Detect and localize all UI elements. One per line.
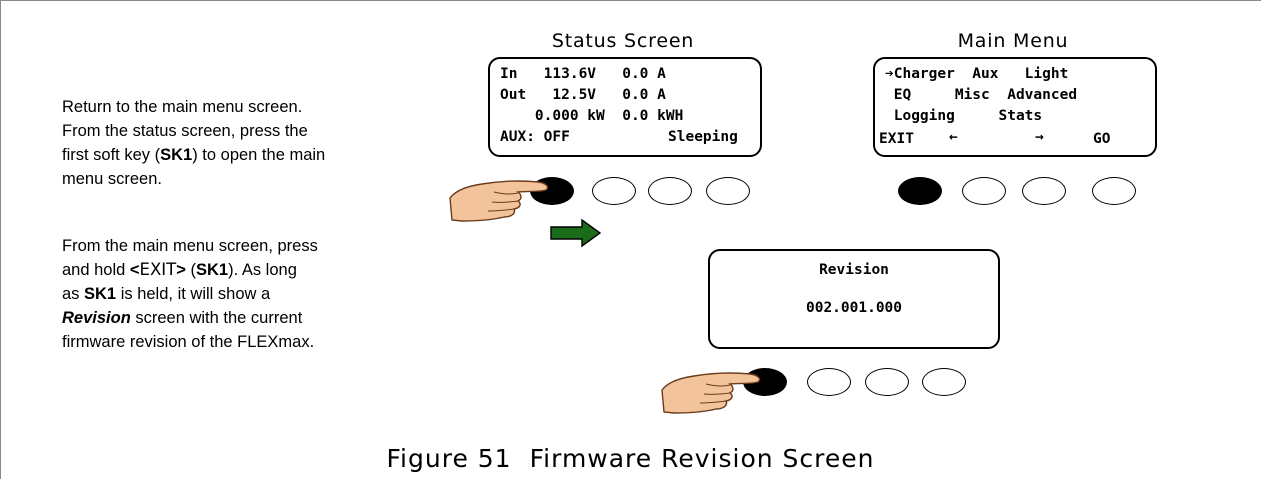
status-row-1: In 113.6V 0.0 A [500, 66, 666, 82]
menu-row-3: Logging Stats [885, 108, 1043, 124]
softkey-label-right-arrow: → [1035, 129, 1044, 145]
step2-lt: < [129, 261, 140, 279]
step2-sk1-label: SK1 [195, 261, 229, 279]
step1-line1: Return to the main menu screen. [62, 98, 303, 116]
step2-line1: From the main menu screen, press [62, 237, 318, 255]
step2-gt: > [176, 261, 186, 279]
status-softkey-4[interactable] [706, 177, 750, 205]
step2-exit-word: EXIT [139, 260, 177, 279]
main-menu-title: Main Menu [957, 30, 1069, 52]
step2-line2-post: ). As long [228, 261, 297, 279]
step2-line4-post: screen with the current [130, 309, 303, 327]
figure-number: Figure 51 [386, 444, 512, 473]
next-arrow-icon [550, 218, 602, 248]
menu-softkey-4[interactable] [1092, 177, 1136, 205]
status-softkey-2[interactable] [592, 177, 636, 205]
step2-revision-word: Revision [62, 309, 131, 327]
status-softkey-3[interactable] [648, 177, 692, 205]
step1-line2: From the status screen, press the [62, 122, 308, 140]
step2-line2-mid: ( [185, 261, 196, 279]
pointing-hand-icon-2 [661, 372, 761, 414]
main-menu-lcd: ➔Charger Aux Light EQ Misc Advanced Logg… [873, 57, 1157, 157]
step1-line3-pre: first soft key ( [62, 146, 161, 164]
softkey-label-exit: EXIT [879, 131, 914, 147]
step2-line4: Revision screen with the current [62, 306, 318, 330]
step1-sk1-label: SK1 [160, 146, 193, 164]
revision-softkey-2[interactable] [807, 368, 851, 396]
step2-line2-pre: and hold [62, 261, 130, 279]
status-aux-state: AUX: OFF [500, 129, 570, 145]
menu-softkey-3[interactable] [1022, 177, 1066, 205]
step1-line3-post: ) to open the main [192, 146, 326, 164]
step2-line3-post: is held, it will show a [116, 285, 271, 303]
step2-line3: as SK1 is held, it will show a [62, 282, 318, 306]
revision-title: Revision [819, 262, 889, 278]
step1-instructions: Return to the main menu screen. From the… [62, 95, 325, 191]
step2-sk1-label-2: SK1 [84, 285, 117, 303]
softkey-label-left-arrow: ← [949, 129, 958, 145]
softkey-label-go: GO [1093, 131, 1111, 147]
revision-softkey-4[interactable] [922, 368, 966, 396]
hand-shape [661, 372, 761, 414]
menu-row-2: EQ Misc Advanced [885, 87, 1078, 103]
menu-row-1: ➔Charger Aux Light [885, 66, 1068, 83]
revision-value: 002.001.000 [805, 300, 903, 316]
pointing-hand-icon [449, 180, 549, 222]
menu-row-1-text: Charger Aux Light [893, 66, 1069, 82]
step2-instructions: From the main menu screen, press and hol… [62, 234, 318, 354]
menu-softkey-2[interactable] [962, 177, 1006, 205]
revision-screen-lcd: Revision 002.001.000 [708, 249, 1000, 349]
step1-line3: first soft key (SK1) to open the main [62, 143, 325, 167]
menu-softkey-1[interactable] [898, 177, 942, 205]
step2-line5: firmware revision of the FLEXmax. [62, 333, 315, 351]
revision-softkey-3[interactable] [865, 368, 909, 396]
step2-line2: and hold <EXIT> (SK1). As long [62, 258, 318, 282]
figure-title: Firmware Revision Screen [529, 444, 875, 473]
figure-caption: Figure 51 Firmware Revision Screen [0, 444, 1261, 473]
status-row-3: 0.000 kW 0.0 kWH [500, 108, 684, 124]
status-screen-title: Status Screen [551, 30, 695, 52]
step2-line3-pre: as [62, 285, 85, 303]
hand-shape [449, 180, 549, 222]
status-charger-state: Sleeping [668, 129, 738, 145]
step1-line4: menu screen. [62, 170, 162, 188]
status-row-2: Out 12.5V 0.0 A [500, 87, 666, 103]
frame-top-border [0, 0, 1261, 1]
status-screen-lcd: In 113.6V 0.0 A Out 12.5V 0.0 A 0.000 kW… [488, 57, 762, 157]
menu-selection-arrow-icon: ➔ [885, 66, 894, 82]
frame-left-border [0, 0, 1, 479]
